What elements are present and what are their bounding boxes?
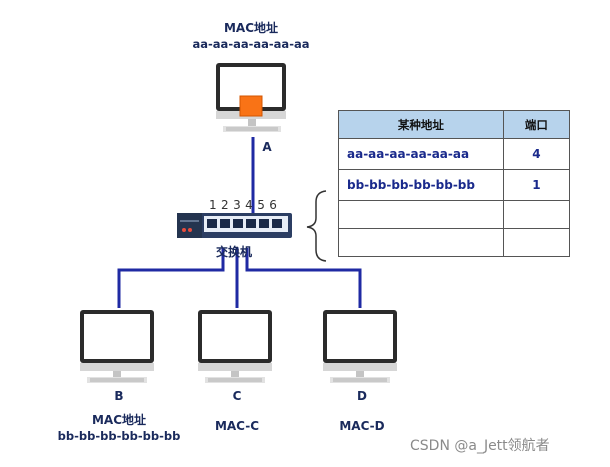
network-links: [117, 137, 362, 308]
table-cell-port: [502, 228, 571, 257]
host-a-mac-label: MAC地址: [223, 21, 279, 35]
host-b-mac-label: MAC地址: [91, 413, 147, 427]
host-b-mac-value: bb-bb-bb-bb-bb-bb: [57, 429, 181, 443]
brace-icon: [306, 190, 327, 262]
table-cell-address: bb-bb-bb-bb-bb-bb: [338, 169, 504, 201]
switch-port-numbers: 1 2 3 4 5 6: [209, 198, 278, 212]
source-marker-icon: [239, 95, 263, 117]
table-row: [338, 200, 571, 229]
host-c-mac: MAC-C: [214, 419, 260, 433]
computer-c: [198, 310, 272, 383]
table-cell-port: 1: [502, 169, 571, 201]
host-c-name: C: [232, 389, 242, 403]
host-a-name: A: [262, 140, 272, 154]
computer-b: [80, 310, 154, 383]
mac-address-table: 某种地址 端口 aa-aa-aa-aa-aa-aa 4 bb-bb-bb-bb-…: [338, 110, 571, 257]
host-d-name: D: [357, 389, 367, 403]
table-header-row: 某种地址 端口: [338, 110, 571, 139]
table-row: [338, 228, 571, 257]
table-cell-address: aa-aa-aa-aa-aa-aa: [338, 138, 504, 170]
host-a-mac-value: aa-aa-aa-aa-aa-aa: [192, 37, 310, 51]
table-cell-address: [338, 228, 504, 257]
link-switch-d: [245, 248, 362, 308]
computer-a: [216, 63, 286, 132]
table-row: bb-bb-bb-bb-bb-bb 1: [338, 169, 571, 201]
table-row: aa-aa-aa-aa-aa-aa 4: [338, 138, 571, 170]
switch-device: [177, 213, 292, 238]
host-d-mac: MAC-D: [339, 419, 385, 433]
table-cell-address: [338, 200, 504, 229]
host-b-name: B: [114, 389, 124, 403]
table-header-address: 某种地址: [338, 110, 504, 139]
computer-d: [323, 310, 397, 383]
table-cell-port: [502, 200, 571, 229]
table-cell-port: 4: [502, 138, 571, 170]
table-header-port: 端口: [502, 110, 571, 139]
watermark: CSDN @a_Jett领航者: [410, 438, 550, 454]
link-switch-b: [117, 248, 225, 308]
switch-label: 交换机: [216, 245, 253, 259]
